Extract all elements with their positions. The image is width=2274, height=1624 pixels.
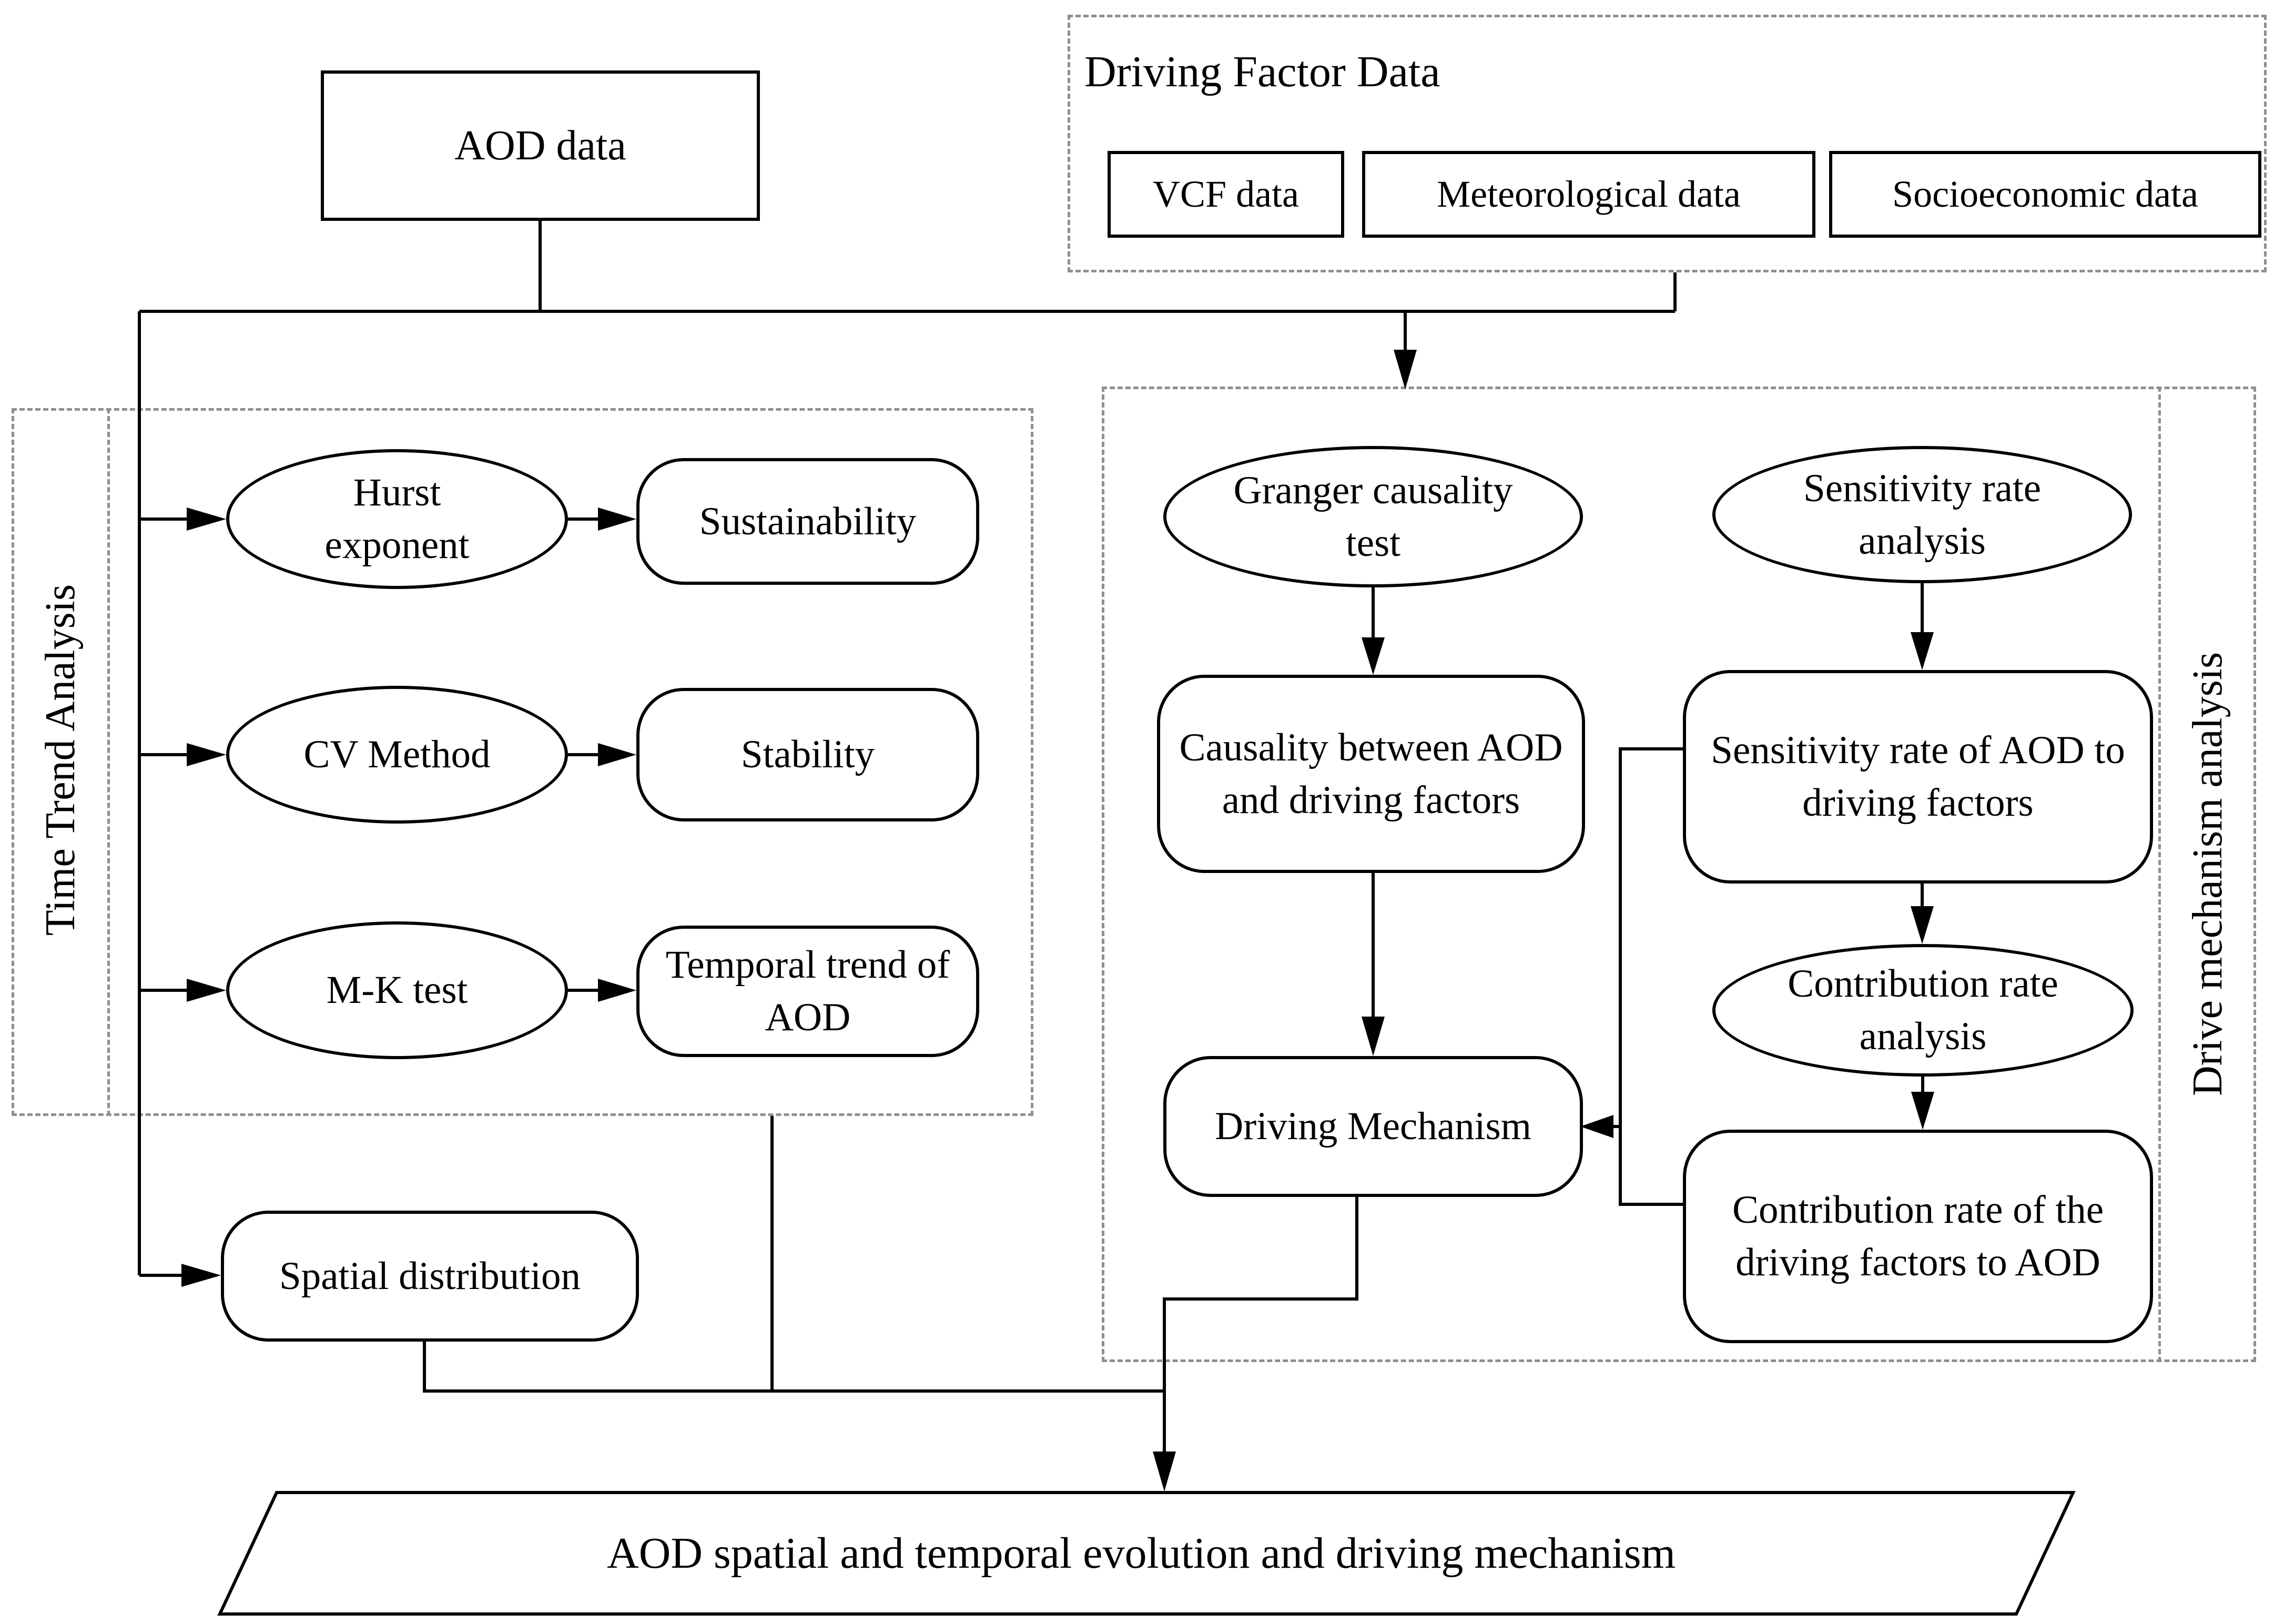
arrow-right-icon [598,508,636,531]
time-trend-analysis-group [12,408,1033,1116]
arrow-down-icon [1362,637,1385,675]
node-meteorological-data: Meteorological data [1362,151,1815,238]
node-stability: Stability [636,688,979,821]
arrow-down-icon [1394,350,1417,389]
arrow-right-icon [181,1264,221,1287]
node-temporal-trend-of-aod: Temporal trend of AOD [636,926,979,1057]
node-causality-between-aod-and-driving-factors: Causality between AOD and driving factor… [1157,675,1585,873]
node-vcf-data: VCF data [1108,151,1344,238]
node-aod-data: AOD data [321,70,760,221]
node-sensitivity-rate-of-aod: Sensitivity rate of AOD to driving facto… [1683,670,2153,884]
trunk-connector [138,221,1677,1275]
arrow-right-icon [598,979,636,1002]
node-driving-mechanism: Driving Mechanism [1163,1056,1583,1197]
node-result: AOD spatial and temporal evolution and d… [607,1528,1676,1578]
arrow-right-icon [187,508,226,531]
driving-factor-data-title: Driving Factor Data [1084,47,1440,96]
node-cv-method: CV Method [226,686,568,824]
node-sustainability: Sustainability [636,458,979,585]
node-hurst-exponent: Hurst exponent [226,449,568,589]
node-contribution-rate-of-driving-factors: Contribution rate of the driving factors… [1683,1130,2153,1343]
node-contribution-rate-analysis: Contribution rate analysis [1712,944,2134,1077]
collector-lines [423,1116,1164,1393]
left-branch-lines [139,517,189,1277]
result-parallelogram [217,1491,2076,1616]
arrow-down-icon [1153,1452,1176,1491]
arrow-down-icon [1911,906,1934,944]
arrow-right-icon [598,743,636,766]
node-mk-test: M-K test [226,921,568,1059]
node-granger-causality-test: Granger causality test [1163,446,1583,587]
arrow-left-icon [1580,1115,1613,1138]
row-arrow-lines [568,517,600,992]
arrow-down-icon [1362,1017,1385,1056]
arrow-down-icon [1911,632,1934,670]
mechanism-out-line [1163,1197,1358,1453]
arrow-right-icon [187,743,226,766]
node-sensitivity-rate-analysis: Sensitivity rate analysis [1712,446,2132,583]
arrow-down-icon [1911,1092,1934,1130]
drive-mechanism-analysis-group [1102,387,2256,1362]
node-spatial-distribution: Spatial distribution [221,1211,639,1342]
drive-mechanism-group-divider [2158,387,2161,1362]
drive-mechanism-analysis-label: Drive mechanism analysis [2184,652,2231,1097]
side-connector [1619,747,1683,1206]
time-trend-analysis-label: Time Trend Analysis [37,584,84,936]
driving-factor-data-group [1068,15,2267,272]
time-trend-group-divider [107,408,110,1116]
node-socioeconomic-data: Socioeconomic data [1829,151,2261,238]
arrow-right-icon [187,979,226,1002]
